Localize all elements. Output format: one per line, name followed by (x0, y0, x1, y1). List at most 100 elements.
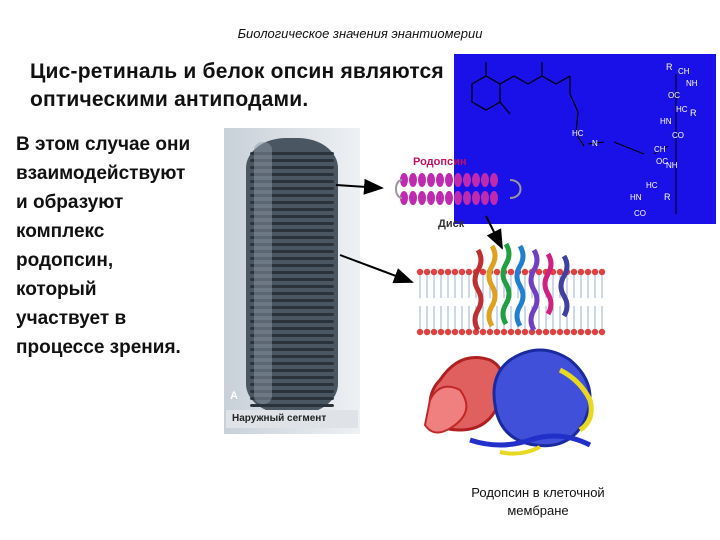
chem-label: OC (668, 91, 680, 100)
chem-label: NH (686, 79, 698, 88)
lipid-head (416, 328, 424, 336)
helix-coil (490, 173, 498, 187)
lipid-head (465, 328, 473, 336)
chem-label: HN (660, 117, 672, 126)
lipid-head (584, 268, 592, 276)
lipid-head (542, 268, 550, 276)
lipid-head (570, 268, 578, 276)
lipid-head (598, 328, 606, 336)
body-line: комплекс (16, 221, 105, 242)
lipid-head (458, 328, 466, 336)
lipid-bilayer (416, 268, 606, 336)
chem-label: OC (656, 157, 668, 166)
helix-coil (418, 173, 426, 187)
lipid-head (556, 268, 564, 276)
chem-label: NH (666, 161, 678, 170)
lipid-head (486, 328, 494, 336)
lipid-head (563, 268, 571, 276)
helix-coil (454, 191, 462, 205)
slide-title: Биологическое значения энантиомерии (237, 26, 483, 41)
lipid-head (458, 268, 466, 276)
g-protein-complex (423, 348, 594, 456)
body-line: который (16, 279, 97, 300)
lipid-head (528, 328, 536, 336)
lipid-head (549, 328, 557, 336)
heading-line-2: оптическими антиподами. (30, 88, 309, 111)
helix-coil (409, 191, 417, 205)
lipid-head (423, 268, 431, 276)
helix-row-bottom (400, 191, 498, 205)
helix-coil (463, 191, 471, 205)
chem-label: N (592, 139, 598, 148)
chem-label: HN (630, 193, 642, 202)
helix-coil (472, 191, 480, 205)
chem-label: HC (676, 105, 688, 114)
lipid-head (591, 328, 599, 336)
lipid-head (514, 328, 522, 336)
helix-row-top (400, 173, 498, 187)
body-line: участвует в (16, 308, 127, 329)
body-line: В этом случае они (16, 134, 191, 155)
helix-coil (427, 191, 435, 205)
rod-highlight (254, 142, 272, 404)
disk-edge (509, 179, 522, 199)
lipid-head (577, 268, 585, 276)
lipid-head (521, 268, 529, 276)
helix-coil (463, 173, 471, 187)
body-text: В этом случае они взаимодействуют и обра… (16, 130, 216, 362)
disk-edge (395, 179, 403, 199)
lipid-head (556, 328, 564, 336)
chem-label: CH (678, 67, 690, 76)
lipid-head (423, 328, 431, 336)
helix-coil (481, 191, 489, 205)
chem-label: CH (654, 145, 666, 154)
lipid-head (451, 328, 459, 336)
panel-letter: A (230, 390, 238, 402)
lipid-head (514, 268, 522, 276)
lipid-head (507, 328, 515, 336)
rod-stack-drawing (246, 138, 338, 414)
helix-coil (445, 173, 453, 187)
lipid-head (437, 268, 445, 276)
lipid-head (507, 268, 515, 276)
helix-coil (454, 173, 462, 187)
lipid-head (591, 268, 599, 276)
lipid-head (430, 268, 438, 276)
chem-label: CO (672, 131, 684, 140)
helix-coil (400, 191, 408, 205)
caption-line-1: Родопсин в клеточной (471, 485, 605, 500)
helix-coil (427, 173, 435, 187)
lipid-head (444, 268, 452, 276)
lipid-head (549, 268, 557, 276)
helix-coil (490, 191, 498, 205)
chem-label: R (664, 192, 671, 202)
lipid-head (563, 328, 571, 336)
lipid-head (500, 328, 508, 336)
lipid-head (437, 328, 445, 336)
helix-coil (445, 191, 453, 205)
lipid-head (416, 268, 424, 276)
rod-label: Наружный сегмент (226, 410, 358, 428)
slide-heading: Цис-ретиналь и белок опсин являются опти… (30, 58, 450, 114)
lipid-head (584, 328, 592, 336)
lipid-head (430, 328, 438, 336)
lipid-head (500, 268, 508, 276)
lipid-head (472, 328, 480, 336)
helix-coil (436, 173, 444, 187)
rod-disc (250, 404, 334, 407)
lipid-head (451, 268, 459, 276)
body-line: родопсин, (16, 250, 114, 271)
lipid-head (570, 328, 578, 336)
lipid-head (528, 268, 536, 276)
helix-coil (400, 173, 408, 187)
chem-label: CO (634, 209, 646, 218)
rhodopsin-label: Родопсин (413, 156, 467, 168)
helix-coil (472, 173, 480, 187)
retinal-structure-drawing: R CH NH OC HC R HN CO HC N CH OC NH HC H… (471, 62, 698, 218)
lipid-head (493, 268, 501, 276)
lipid-head (465, 268, 473, 276)
lipid-head (479, 328, 487, 336)
body-line: процессе зрения. (16, 337, 181, 358)
chem-label: R (666, 62, 673, 72)
lipid-head (577, 328, 585, 336)
